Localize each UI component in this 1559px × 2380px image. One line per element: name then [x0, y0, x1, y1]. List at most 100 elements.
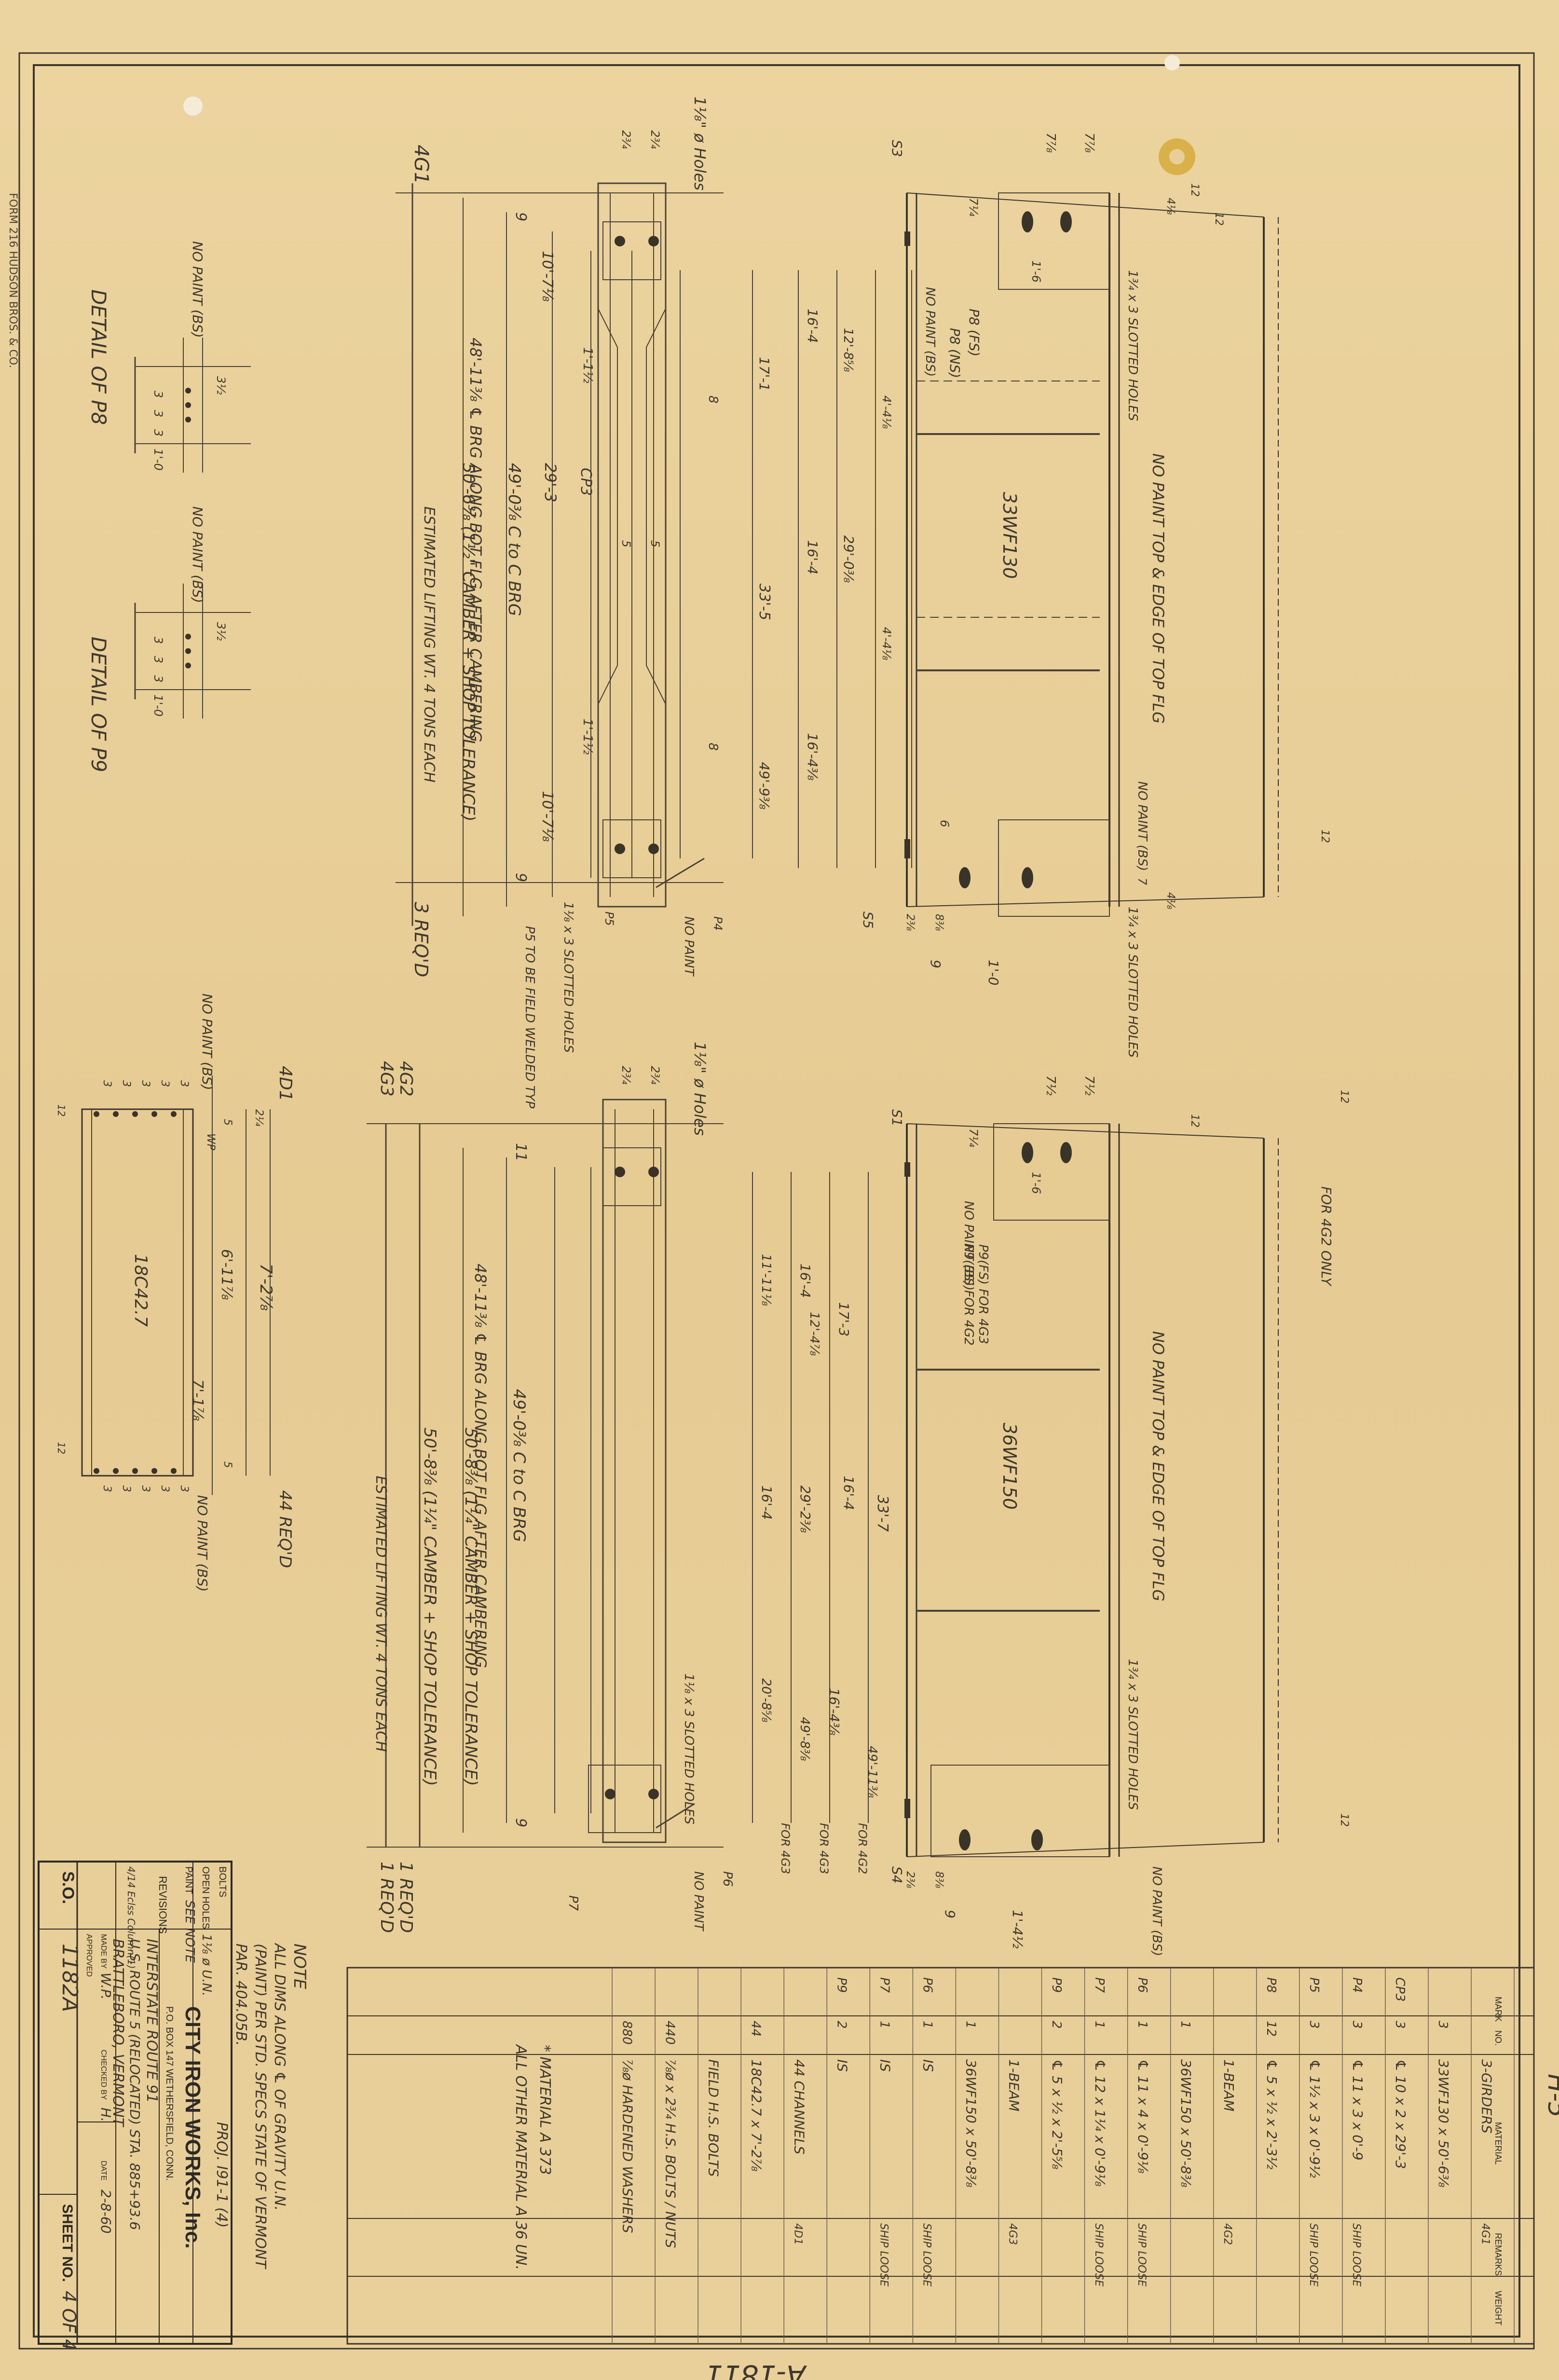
- bom-row-16-remarks: 4D1: [792, 2223, 804, 2245]
- dim-end-right: 9: [512, 873, 529, 882]
- bom-row-10-material: ℄ 5 x ½ x 2'-5⅝: [1049, 2059, 1065, 2169]
- tb-sheet-label: SHEET NO.: [59, 2204, 75, 2282]
- elev-4g1-4-4a: 4'-4⅛: [880, 395, 893, 429]
- elev-4g2-for-4g3b: FOR 4G3: [817, 1823, 831, 1874]
- no-paint-4g1: NO PAINT: [682, 916, 696, 977]
- girder-4g2-plan: [367, 1099, 724, 1848]
- dim-5b: 5: [648, 540, 662, 547]
- channel-no-paint-bot: NO PAINT (BS): [194, 1495, 210, 1592]
- bom-row-8-no: 1: [1135, 2021, 1149, 2029]
- material-note-1: * MATERIAL A 373: [536, 2045, 553, 2175]
- elev-4g2-for: FOR 4G2 ONLY: [1318, 1186, 1334, 1287]
- bom-row-8-mark: P6: [1135, 1977, 1149, 1993]
- bom-row-12-no: 1: [963, 2021, 978, 2029]
- dim-10-7-b: 10'-7⅛: [539, 791, 556, 842]
- elev-4g2-dim-top-a: 7½: [1043, 1075, 1058, 1096]
- bom-row-9-no: 1: [1092, 2021, 1107, 2029]
- elev-4g2-17-3: 17'-3: [836, 1302, 852, 1336]
- bom-row-4-mark: P5: [1307, 1977, 1321, 1993]
- bom-row-13-mark: P6: [920, 1977, 935, 1993]
- s1-label: S1: [889, 1109, 905, 1127]
- channel-wp: WP: [205, 1133, 217, 1151]
- elev-4g1-16-4c: 16'-4⅜: [805, 733, 821, 780]
- side-note: FORM 216 HUDSON BROS. & CO.: [7, 193, 19, 368]
- channel-7-2: 7'-2⅞: [256, 1264, 275, 1311]
- s4-label: S4: [889, 1866, 905, 1884]
- elev-4g1-16-4: 16'-4: [805, 309, 821, 343]
- elev-4g2-16-4d: 16'-4⅜: [826, 1688, 842, 1735]
- footer-code: A-1811: [705, 2359, 807, 2380]
- detail-p9-dim-c: 3: [151, 675, 165, 682]
- note-line2: (PAINT) PER STD. SPECS STATE OF VERMONT: [252, 1944, 269, 2270]
- elev-4g2-no-paint-top: NO PAINT TOP & EDGE OF TOP FLG: [1149, 1331, 1167, 1601]
- tb-made-by: W.P.: [98, 1972, 114, 1999]
- bom-row-16-material: 44 CHANNELS: [792, 2059, 807, 2154]
- elev-4g2-weld-12c: 12: [1338, 1813, 1350, 1827]
- elev-4g2-1-6: 1'-6: [1029, 1172, 1043, 1194]
- bom-row-9-remarks: SHIP LOOSE: [1093, 2223, 1105, 2286]
- note-proj: PROJ. I91-1 (4): [213, 2122, 230, 2228]
- elev-4g2-11-11: 11'-11⅛: [759, 1254, 773, 1306]
- elev-4g2-for-4g3a: FOR 4G3: [779, 1823, 792, 1874]
- p6-label: P6: [720, 1871, 735, 1887]
- elev-4g1-no-paint-bs2: NO PAINT (BS): [1135, 781, 1149, 871]
- bom-row-4-no: 3: [1307, 2021, 1321, 2029]
- detail-p9-side: 3½: [214, 622, 228, 641]
- channel-7-1: 7'-1⅞: [189, 1379, 206, 1421]
- channel-size: 18C42.7: [131, 1254, 150, 1327]
- tb-made-by-label: MADE BY: [99, 1934, 108, 1969]
- title-block-grid: [38, 1861, 232, 2345]
- inner-border: [33, 64, 1520, 2338]
- bom-row-17-no: 44: [748, 2021, 763, 2037]
- elev-4g2-16-4b: 16'-4: [841, 1476, 857, 1510]
- tb-date: 2-8-60: [98, 2190, 114, 2233]
- channel-2-4: 2¼: [253, 1109, 265, 1127]
- weld-8b: 8: [706, 743, 720, 751]
- cp3-label: CP3: [577, 468, 594, 496]
- elev-4g1-weld-12b: 12: [1213, 212, 1225, 226]
- tb-approved-label: APPROVED: [85, 1934, 93, 1977]
- bom-row-9-mark: P7: [1092, 1977, 1107, 1993]
- bom-row-11-remarks: 4G3: [1007, 2223, 1019, 2245]
- tb-date-label: DATE: [99, 2161, 108, 2180]
- top-dim-4g2-b: 2¾: [648, 1066, 662, 1085]
- elev-4g1-4-4b: 4'-4⅛: [880, 627, 893, 660]
- elev-4g1-p8ns: P8 (NS): [947, 328, 963, 378]
- elev-4g2-29-2: 29'-2⅜: [797, 1485, 813, 1533]
- elev-4g2-p9b: P9(FS) FOR 4G3: [976, 1244, 990, 1344]
- elev-4g2-8-3: 8⅜: [933, 1871, 945, 1888]
- tb-address: P.O. BOX 147 WETHERSFIELD, CONN.: [164, 2006, 175, 2181]
- tb-open-holes-label: OPEN HOLES: [200, 1866, 211, 1929]
- detail-p8-side: 3½: [214, 376, 228, 395]
- bom-row-13-remarks: SHIP LOOSE: [921, 2223, 933, 2286]
- bom-row-8-material: ℄ 11 x 4 x 0'-9⅛: [1135, 2059, 1151, 2174]
- tb-checked-label: CHECKED BY: [99, 2050, 108, 2100]
- elev-4g2-9: 9: [942, 1910, 958, 1918]
- dim-end-left: 9: [512, 212, 529, 221]
- channel-dim-top-a: 3: [101, 1080, 113, 1087]
- bom-row-19-no: 440: [662, 2021, 677, 2045]
- channel-4d1-drawing: [81, 1075, 271, 1495]
- bom-header-material: MATERIAL: [1493, 2122, 1503, 2165]
- detail-p9-title: DETAIL OF P9: [87, 637, 110, 772]
- dim-9-4g2: 9: [512, 1818, 529, 1827]
- detail-p8-drawing: [134, 338, 251, 473]
- punch-hole-2: [1164, 55, 1180, 70]
- elev-4g2-1-4: 1'-4½: [1010, 1910, 1026, 1949]
- bom-row-15-material: IS: [834, 2059, 850, 2072]
- hole-note-4g1: 1⅛" ø Holes: [691, 96, 709, 190]
- channel-dim-top-c: 3: [139, 1080, 151, 1087]
- bom-header-weight: WEIGHT: [1493, 2291, 1503, 2326]
- elev-4g2-12-4: 12'-4⅞: [807, 1312, 821, 1356]
- bom-row-14-remarks: SHIP LOOSE: [878, 2223, 890, 2286]
- tb-paint-value: SEE NOTE: [182, 1900, 197, 1963]
- bom-row-3-material: ℄ 11 x 3 x 0'-9: [1350, 2059, 1366, 2161]
- elev-4g1-no-paint: NO PAINT (BS): [923, 287, 937, 377]
- bom-row-8-remarks: SHIP LOOSE: [1135, 2223, 1148, 2286]
- tb-company: CITY IRON WORKS, Inc.: [181, 2006, 205, 2249]
- sheet-border: [18, 52, 1535, 2350]
- elev-4g2-7-4: 7¼: [967, 1129, 980, 1147]
- tb-paint-label: PAINT: [183, 1866, 194, 1894]
- punch-hole-1: [183, 96, 203, 116]
